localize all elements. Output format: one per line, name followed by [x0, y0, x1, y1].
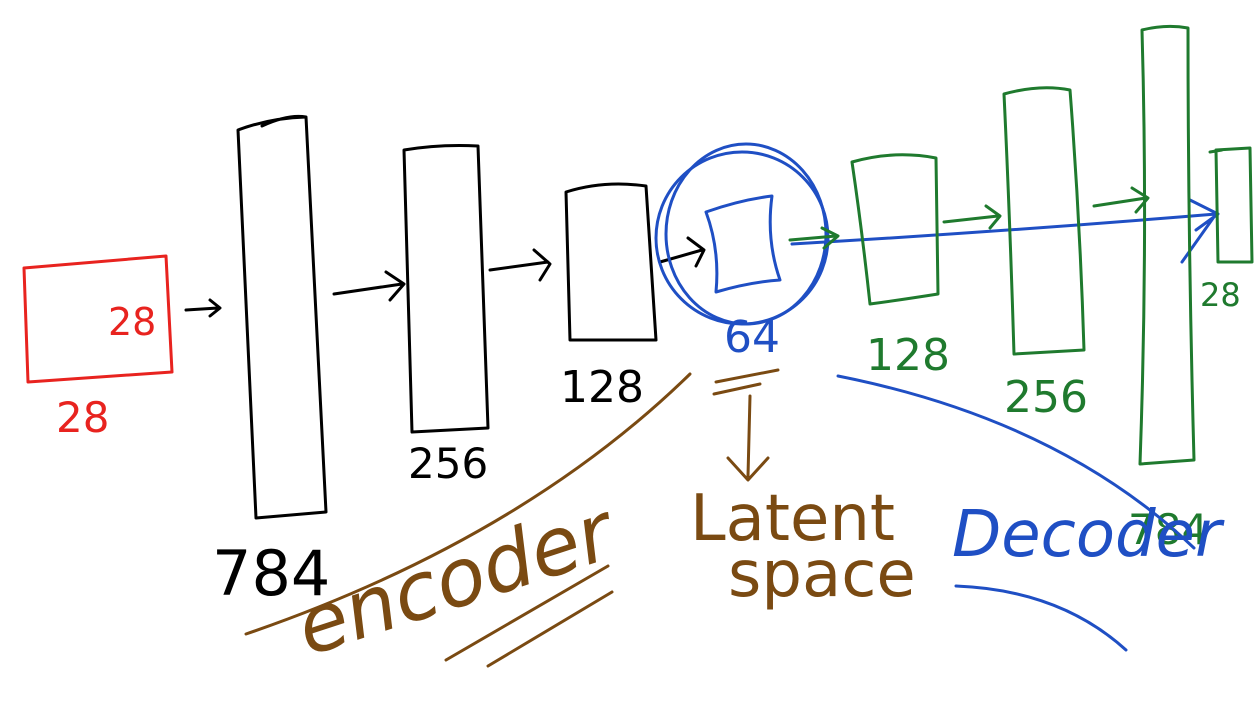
latent-label: 64: [724, 312, 780, 363]
encoder-underline: [444, 564, 614, 668]
arrow-dec128-to-256: [942, 204, 1002, 230]
input-width-label: 28: [108, 300, 156, 344]
decoder-layer-128: 128: [850, 153, 950, 381]
latent-annotation-line2: space: [728, 538, 916, 612]
output-image: 28: [1200, 146, 1254, 314]
latent-space: 64: [654, 142, 830, 363]
latent-to-output-arrow: [790, 198, 1220, 264]
arrow-input-to-784: [184, 298, 222, 318]
arrow-256-to-128: [488, 248, 552, 282]
decoder-layer-256-label: 256: [1004, 372, 1088, 423]
latent-underline: [712, 368, 780, 396]
encoder-layer-256-label: 256: [408, 439, 488, 488]
input-image: 28 28: [22, 254, 174, 442]
latent-annotation-line1: Latent: [690, 482, 895, 556]
decoder-annotation: Decoder: [952, 498, 1225, 572]
encoder-layer-784: 784: [212, 114, 330, 610]
arrow-784-to-256: [332, 270, 406, 302]
encoder-bracket-curve: [244, 372, 692, 636]
arrow-dec256-to-784: [1092, 186, 1150, 214]
encoder-layer-128: 128: [560, 182, 658, 413]
input-height-label: 28: [56, 393, 109, 442]
decoder-layer-128-label: 128: [866, 330, 950, 381]
arrow-latent-to-dec128: [788, 226, 840, 250]
decoder-bracket-curve: [836, 374, 1196, 550]
decoder-layer-784-label: 784: [1128, 505, 1208, 554]
decoder-layer-784: 784: [1128, 24, 1208, 554]
output-label: 28: [1200, 276, 1241, 314]
encoder-annotation: encoder: [285, 483, 628, 674]
decoder-underline: [954, 584, 1128, 652]
arrow-128-to-latent: [658, 236, 706, 268]
encoder-layer-128-label: 128: [560, 362, 644, 413]
arrow-to-latent-annotation: [726, 394, 770, 482]
decoder-layer-256: 256: [1002, 86, 1088, 423]
encoder-layer-256: 256: [402, 144, 490, 488]
encoder-layer-784-label: 784: [212, 537, 330, 610]
